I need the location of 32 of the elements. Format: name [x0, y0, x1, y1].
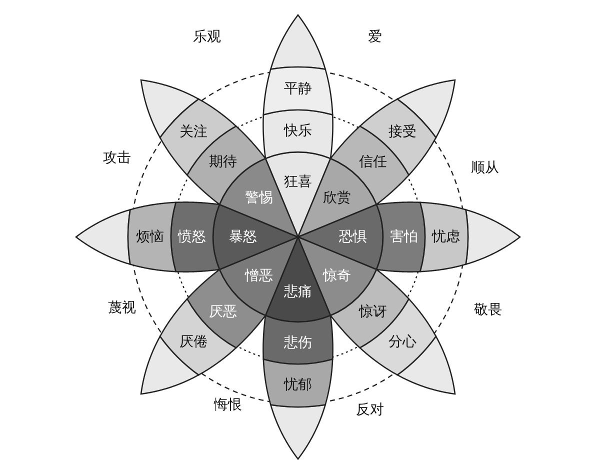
emotion-pair-label: 反对 [356, 403, 384, 417]
emotion-pair-label: 顺从 [471, 161, 499, 175]
emotion-label: 平静 [284, 82, 312, 96]
emotion-label: 关注 [179, 125, 208, 140]
emotion-label: 忧郁 [284, 378, 312, 392]
emotion-pair-label: 攻击 [103, 151, 131, 165]
emotion-pair-label: 蔑视 [108, 301, 136, 315]
emotion-label: 厌倦 [179, 334, 208, 349]
emotion-label: 分心 [388, 334, 417, 349]
emotion-label: 警惕 [245, 191, 274, 206]
emotion-label: 接受 [388, 125, 417, 140]
emotion-label: 狂喜 [284, 175, 312, 189]
emotion-label: 愤怒 [178, 230, 206, 244]
emotion-label: 悲痛 [284, 285, 312, 299]
emotion-label: 惊奇 [322, 268, 351, 283]
emotion-label: 期待 [209, 155, 238, 170]
emotion-label: 快乐 [284, 124, 312, 138]
emotion-label: 恐惧 [339, 230, 367, 244]
emotion-pair-label: 悔恨 [214, 398, 242, 412]
emotion-label: 憎恶 [245, 268, 274, 283]
emotion-label: 悲伤 [284, 336, 312, 350]
emotion-label: 欣赏 [322, 191, 351, 206]
emotion-label: 惊讶 [358, 304, 387, 319]
emotion-label: 信任 [358, 155, 387, 170]
emotion-label: 烦恼 [136, 230, 164, 244]
emotion-label: 暴怒 [229, 230, 257, 244]
emotion-pair-label: 敬畏 [474, 303, 502, 317]
emotion-label: 厌恶 [209, 304, 238, 319]
emotion-label: 害怕 [390, 230, 418, 244]
emotion-pair-label: 乐观 [193, 30, 221, 44]
emotion-pair-label: 爱 [368, 30, 382, 44]
emotion-label: 忧虑 [432, 230, 460, 244]
